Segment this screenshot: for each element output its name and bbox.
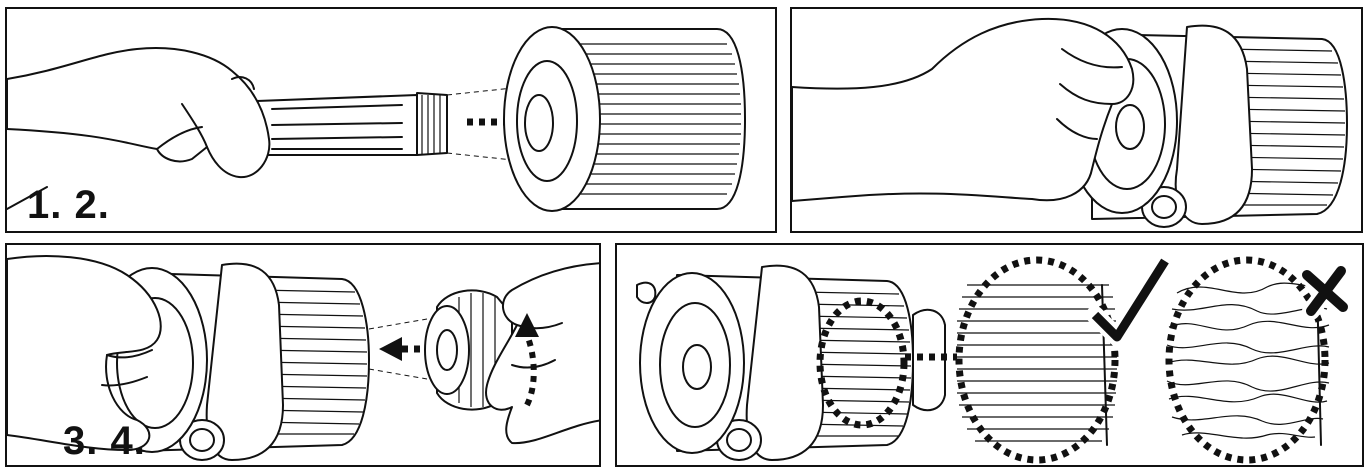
hand-illustration	[485, 262, 599, 445]
pleated-filter	[503, 26, 746, 212]
illustration-insert-rod	[7, 26, 746, 212]
checkmark-icon	[1086, 252, 1174, 352]
hand-illustration	[792, 17, 1135, 202]
rotate-arrow-icon	[515, 313, 539, 407]
filter-rod	[256, 92, 448, 156]
step-number-label: 3. 4.	[63, 419, 146, 463]
hand-illustration	[7, 255, 162, 451]
filter-assembly	[636, 264, 946, 461]
panel-inspect-pleats	[615, 243, 1364, 467]
hand-illustration	[7, 47, 271, 210]
guide-lines	[368, 318, 428, 380]
guide-lines	[446, 86, 523, 162]
panel-step-3-4: 3. 4.	[5, 243, 601, 467]
step-number-label: 1. 2.	[27, 183, 110, 227]
illustration-hold-filter	[792, 17, 1348, 228]
illustration-attach-cap	[7, 255, 599, 461]
panel-step-2-hold	[790, 7, 1363, 233]
panel-step-1-2: 1. 2.	[5, 7, 777, 233]
damaged-pleats-circle	[1165, 256, 1330, 464]
clean-pleats-circle	[955, 256, 1119, 464]
cross-icon	[1298, 262, 1352, 320]
inspection-zoom-ring	[816, 297, 908, 429]
illustration-inspect-filter	[636, 252, 1352, 464]
